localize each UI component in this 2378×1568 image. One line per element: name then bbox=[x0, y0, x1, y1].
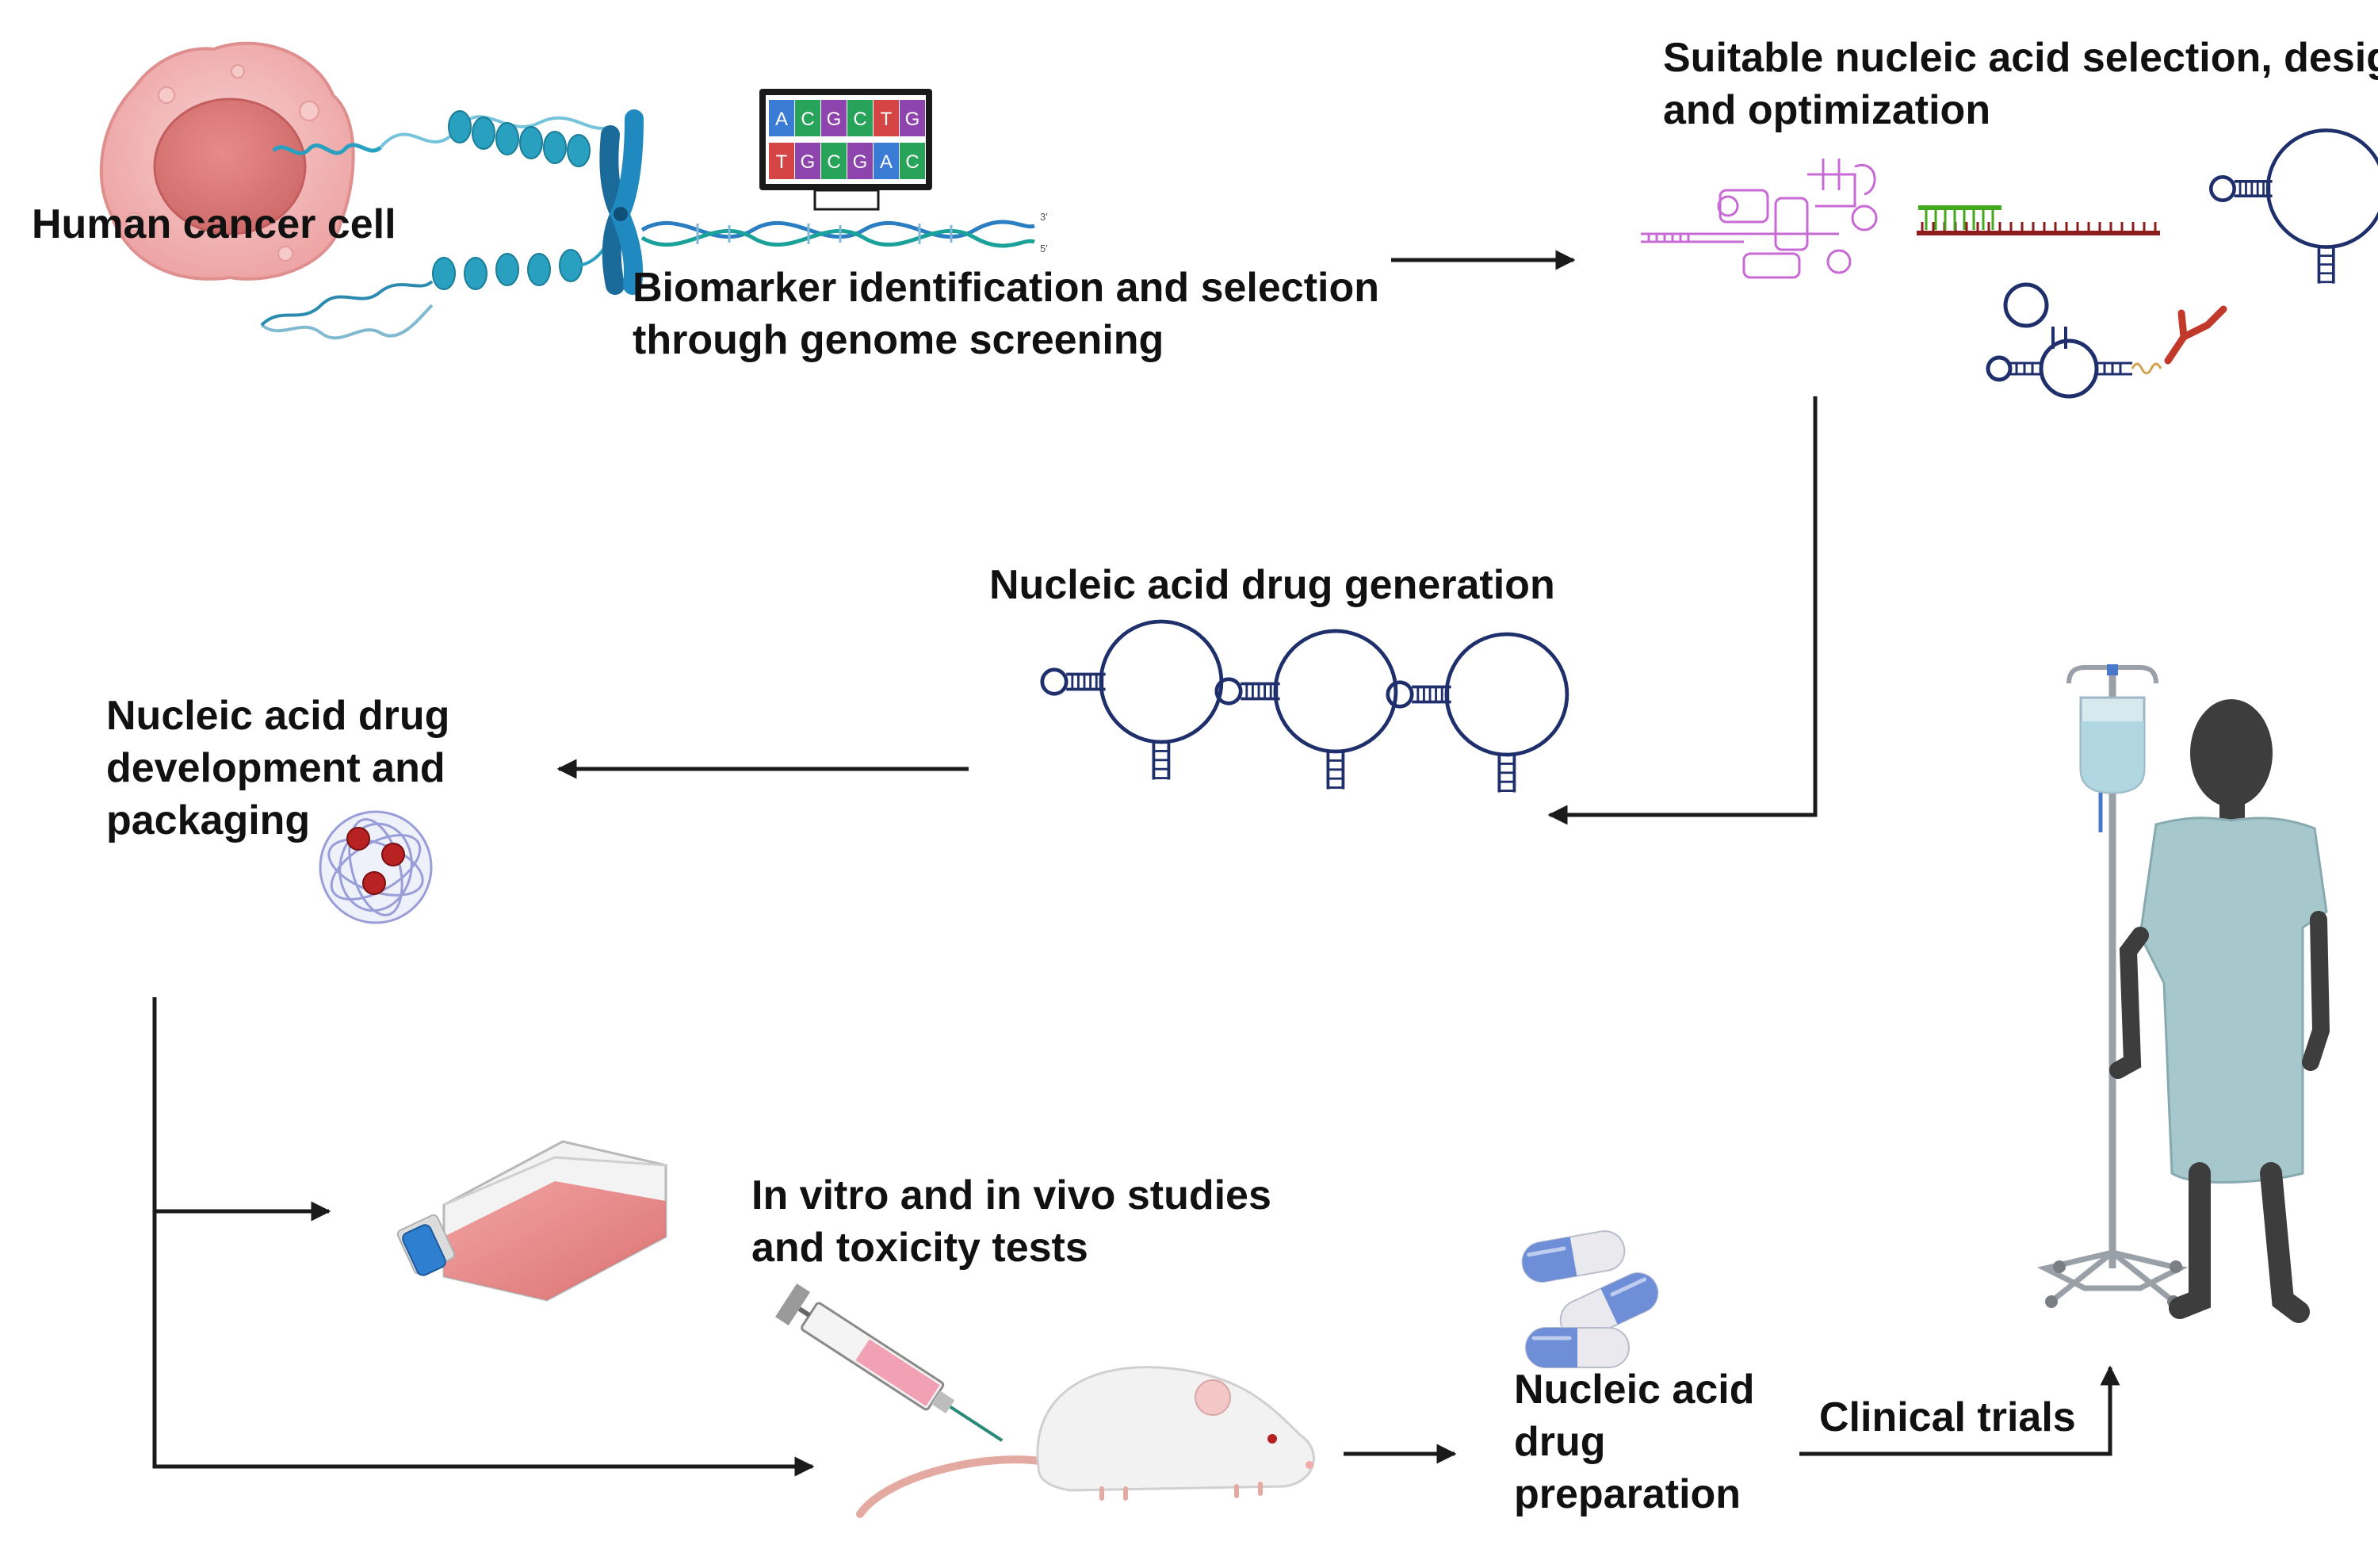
flow-arrows bbox=[152, 250, 2120, 1477]
sequence-base-bar bbox=[795, 143, 820, 179]
cell-culture-flask-icon bbox=[396, 1140, 667, 1302]
label-development: Nucleic acid drug development and packag… bbox=[106, 690, 449, 847]
sequence-base-letter: C bbox=[853, 109, 866, 130]
label-studies-line-2: and toxicity tests bbox=[751, 1225, 1088, 1271]
sequence-base-bar bbox=[900, 100, 925, 136]
aptamer-icon bbox=[1388, 634, 1567, 793]
sequence-base-letter: C bbox=[827, 151, 840, 173]
label-cancer-cell-text: Human cancer cell bbox=[32, 201, 396, 247]
sequence-base-letter: G bbox=[801, 151, 816, 173]
sequence-base-bar bbox=[769, 100, 794, 136]
label-biomarker-line-1: Biomarker identification and selection bbox=[633, 265, 1379, 311]
sequence-base-letter: A bbox=[880, 151, 893, 173]
sequence-base-bar bbox=[847, 100, 873, 136]
sequence-base-bar bbox=[821, 100, 847, 136]
sequence-base-bar bbox=[821, 143, 847, 179]
mouse-icon bbox=[856, 1366, 1315, 1518]
label-selection-line-1: Suitable nucleic acid selection, design bbox=[1663, 35, 2378, 81]
label-preparation-line-2: drug bbox=[1514, 1419, 1606, 1465]
sequence-base-letter: C bbox=[905, 151, 919, 173]
sequence-base-bar bbox=[795, 100, 820, 136]
sequence-base-bar bbox=[847, 143, 873, 179]
nanoparticle-icon bbox=[319, 810, 433, 924]
label-selection: Suitable nucleic acid selection, design … bbox=[1663, 32, 2378, 136]
sequence-base-letter: C bbox=[801, 109, 814, 130]
chromatin-strand bbox=[260, 110, 618, 340]
sequence-base-bar bbox=[769, 143, 794, 179]
sequence-base-bar bbox=[900, 143, 925, 179]
dna-helix-icon: 3' 5' bbox=[640, 211, 1048, 254]
sequence-base-letter: T bbox=[776, 151, 788, 173]
label-studies-line-1: In vitro and in vivo studies bbox=[751, 1172, 1271, 1218]
label-generation: Nucleic acid drug generation bbox=[989, 559, 1555, 611]
label-clinical-trials-text: Clinical trials bbox=[1819, 1394, 2076, 1440]
sequence-base-letter: T bbox=[881, 109, 893, 130]
arrow-selection-to-generation bbox=[1547, 396, 1818, 825]
dna-end-3: 3' bbox=[1040, 211, 1048, 223]
syringe-icon bbox=[775, 1283, 1004, 1442]
sequence-base-letter: G bbox=[905, 109, 920, 130]
label-cancer-cell: Human cancer cell bbox=[32, 198, 396, 250]
sequence-base-letter: G bbox=[827, 109, 842, 130]
sequence-base-letter: A bbox=[775, 109, 788, 130]
arrow-development-to-mouse bbox=[152, 997, 815, 1477]
aptamer-icon bbox=[2211, 130, 2378, 283]
aptamer-antibody-conjugate-icon bbox=[1986, 282, 2227, 399]
capsule-icon bbox=[1520, 1228, 1628, 1285]
patient-icon bbox=[2109, 699, 2330, 1323]
sequence-base-bar bbox=[874, 100, 899, 136]
aptamer-icon bbox=[1042, 621, 1221, 780]
chromosome-icon bbox=[599, 109, 644, 295]
crispr-guide-icon bbox=[1917, 205, 2160, 235]
label-biomarker-line-2: through genome screening bbox=[633, 317, 1164, 363]
label-studies: In vitro and in vivo studies and toxicit… bbox=[751, 1169, 1271, 1274]
arrow-preparation-to-clinical bbox=[1799, 1365, 2120, 1456]
aptamer-icon bbox=[1217, 631, 1396, 790]
label-preparation: Nucleic acid drug preparation bbox=[1514, 1363, 1754, 1520]
label-biomarker: Biomarker identification and selection t… bbox=[633, 262, 1379, 366]
dna-end-5: 5' bbox=[1040, 243, 1048, 254]
label-generation-text: Nucleic acid drug generation bbox=[989, 562, 1555, 608]
sequence-base-letter: G bbox=[853, 151, 868, 173]
label-development-line-1: Nucleic acid drug bbox=[106, 693, 450, 739]
cancer-cell-icon bbox=[99, 41, 355, 281]
label-clinical-trials: Clinical trials bbox=[1819, 1391, 2076, 1444]
label-development-line-2: development and bbox=[106, 745, 445, 791]
label-selection-line-2: and optimization bbox=[1663, 87, 1991, 133]
rna-structure-icon bbox=[1641, 159, 1878, 279]
label-preparation-line-3: preparation bbox=[1514, 1471, 1741, 1517]
capsule-icon bbox=[1526, 1328, 1629, 1367]
label-preparation-line-1: Nucleic acid bbox=[1514, 1367, 1755, 1413]
sequence-base-bar bbox=[874, 143, 899, 179]
iv-stand-icon bbox=[2036, 664, 2189, 1308]
label-development-line-3: packaging bbox=[106, 797, 311, 843]
